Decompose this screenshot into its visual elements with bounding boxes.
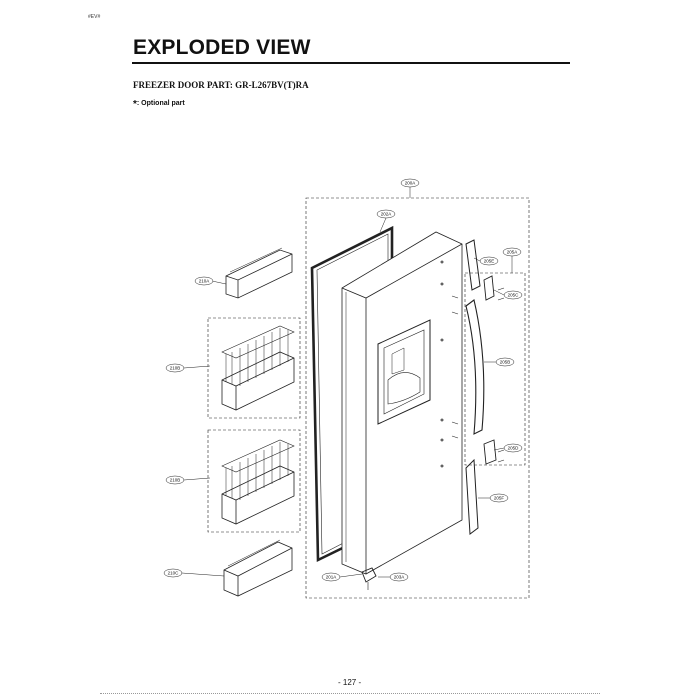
title-underline [132, 62, 570, 64]
handle-cap-upper [465, 239, 481, 291]
door-bin-bottom [223, 539, 293, 597]
callout-210B-lower [165, 475, 185, 485]
door-basket-upper [221, 325, 295, 411]
page-title: EXPLODED VIEW [133, 36, 311, 59]
callout-text-200A: 200A [405, 181, 416, 186]
optional-star-icon: * [133, 99, 137, 110]
footer-divider [100, 693, 600, 694]
basket-frame-lower [207, 429, 301, 533]
optional-part-note: *: Optional part [133, 99, 185, 110]
callout-text-202A: 202A [381, 212, 392, 217]
callout-text-205D: 205D [508, 446, 520, 451]
callout-text-205C: 205C [508, 293, 520, 298]
callout-210A [194, 276, 214, 286]
handle-bracket-upper [483, 275, 495, 301]
callout-202A [376, 209, 396, 219]
door-hinge [361, 567, 377, 583]
callout-205A [502, 247, 522, 257]
callout-text-205B: 205B [500, 360, 511, 365]
callout-text-210B-lower: 210B [170, 478, 181, 483]
callout-210C [163, 568, 183, 578]
basket-frame-upper [207, 317, 301, 419]
door-handle [465, 299, 485, 435]
handle-cap-lower [465, 458, 479, 535]
corner-mark: #EV# [88, 14, 101, 20]
handle-bracket-lower [483, 439, 497, 465]
page-number: - 127 - [338, 678, 362, 687]
callout-205C [503, 290, 523, 300]
callout-text-205F: 205F [494, 496, 505, 501]
callout-205B [495, 357, 515, 367]
callout-text-203A: 203A [394, 575, 405, 580]
door-panel [341, 231, 463, 575]
callout-text-210B-upper: 210B [170, 366, 181, 371]
callout-205D [503, 443, 523, 453]
optional-part-label: : Optional part [136, 100, 185, 107]
callout-205E [479, 256, 499, 266]
callout-text-201A: 201A [326, 575, 337, 580]
handle-parts-frame [464, 272, 526, 466]
callout-text-210A: 210A [199, 279, 210, 284]
callout-205F [489, 493, 509, 503]
callout-text-210C: 210C [168, 571, 180, 576]
callout-201A [321, 572, 341, 582]
screws [451, 287, 505, 463]
callout-200A [400, 178, 420, 188]
page-subtitle: FREEZER DOOR PART: GR-L267BV(T)RA [133, 80, 309, 90]
callout-210B-upper [165, 363, 185, 373]
door-bin-top [225, 247, 293, 299]
door-basket-lower [221, 439, 295, 525]
door-assembly-frame [305, 197, 530, 599]
callout-203A [389, 572, 409, 582]
callout-text-205A: 205A [507, 250, 518, 255]
callout-text-205E: 205E [484, 259, 495, 264]
